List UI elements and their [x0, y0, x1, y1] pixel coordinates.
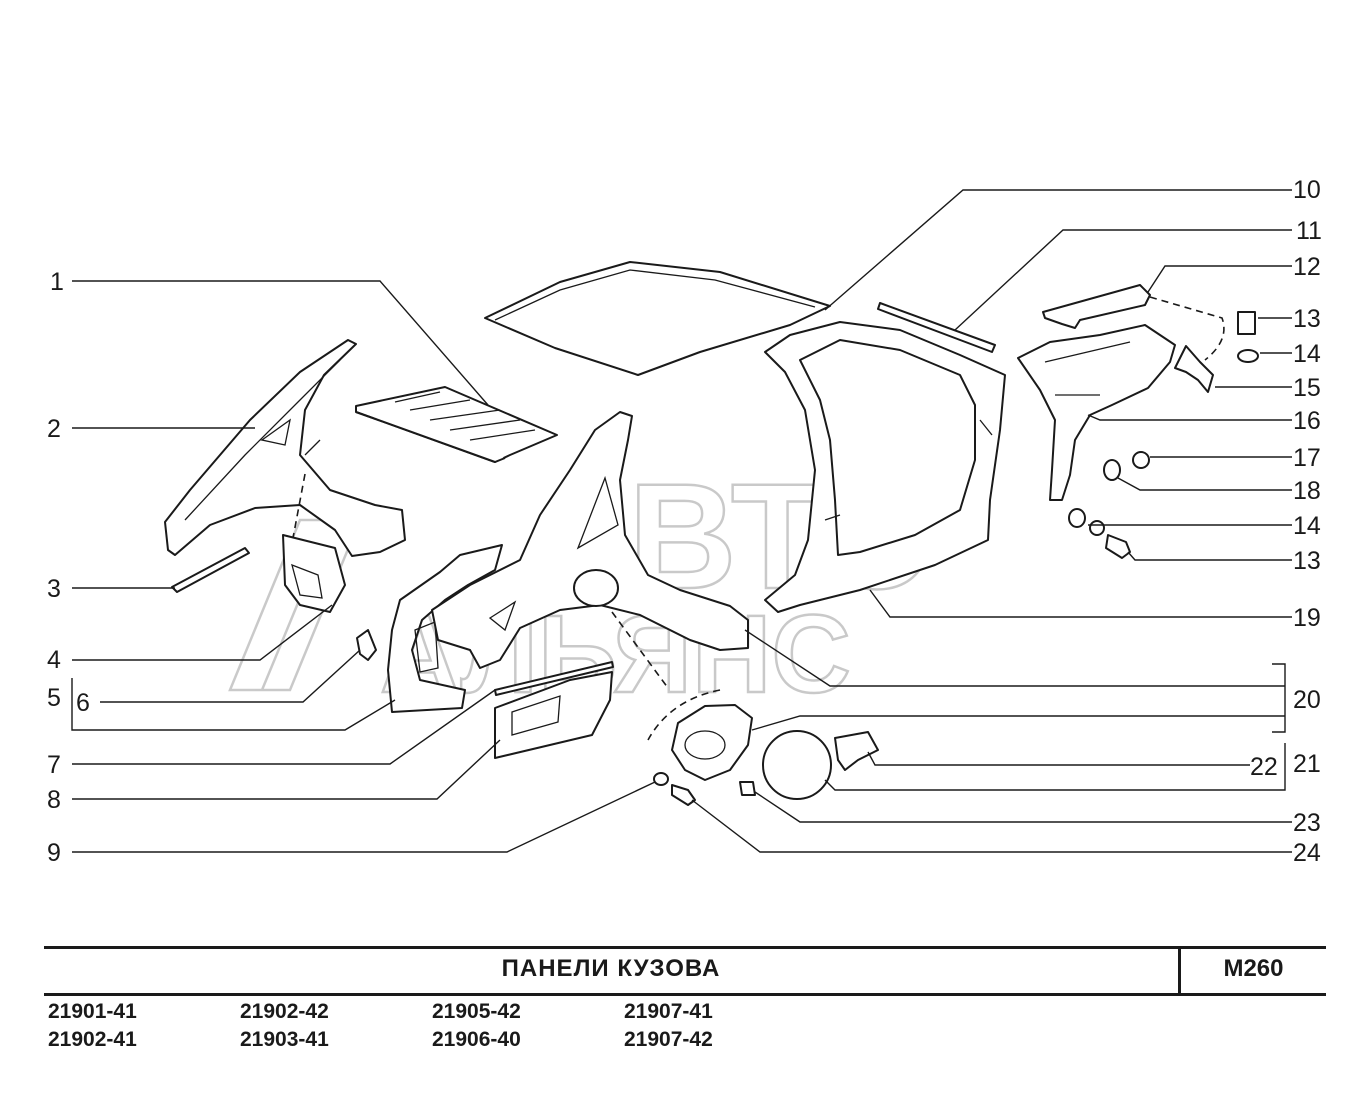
callout-7: 7: [47, 751, 61, 779]
callout-21: 21: [1293, 750, 1321, 778]
arrow-part-20: [611, 611, 669, 689]
part-sill-strip: [171, 547, 250, 593]
arrow-part-4: [292, 473, 306, 539]
part-nut-upper: [1237, 349, 1259, 363]
leader-12: [1147, 265, 1292, 293]
model-code: 21902-42: [240, 1000, 329, 1023]
part-bolt-13b: [1105, 534, 1131, 559]
bracket-20: [1272, 663, 1286, 733]
part-fender-bracket-upper: [1042, 284, 1151, 329]
part-clip-9: [653, 772, 669, 786]
callout-12: 12: [1293, 253, 1321, 281]
model-code: 21905-42: [432, 1000, 521, 1023]
callout-22: 22: [1250, 753, 1278, 781]
leader-23: [754, 791, 1292, 823]
part-rear-sill-strip: [494, 661, 614, 696]
part-screw-24: [671, 784, 696, 806]
callout-15: 15: [1293, 374, 1321, 402]
part-rear-inner-panel: [387, 544, 503, 713]
part-rear-shelf: [355, 386, 558, 463]
leader-20a: [744, 629, 1285, 687]
part-wheel-housing-panel: [494, 671, 613, 759]
callout-11: 11: [1296, 217, 1322, 245]
callout-6: 6: [76, 689, 90, 717]
leader-24: [691, 799, 1292, 853]
part-rear-side-panel: [164, 339, 406, 557]
diagram-code: M260: [1223, 955, 1284, 982]
model-list: 21901-41 21902-41 21902-42 21903-41 2190…: [48, 1000, 808, 1070]
leader-8: [72, 739, 501, 800]
callout-16: 16: [1293, 407, 1321, 435]
part-buffer: [739, 781, 756, 796]
callout-9: 9: [47, 839, 61, 867]
model-code: 21901-41: [48, 1000, 137, 1023]
callout-18: 18: [1293, 477, 1321, 505]
model-code: 21903-41: [240, 1028, 329, 1051]
callout-3: 3: [47, 575, 61, 603]
bracket-5: [71, 678, 396, 731]
part-front-fender: [1017, 324, 1176, 501]
callout-5: 5: [47, 684, 61, 712]
callout-17: 17: [1293, 444, 1321, 472]
part-clip-17: [1132, 451, 1150, 469]
leader-6: [100, 649, 361, 703]
part-fuel-filler-housing: [671, 704, 753, 781]
callout-24: 24: [1293, 839, 1321, 867]
part-washer-18: [1103, 459, 1121, 481]
model-code: 21907-42: [624, 1028, 713, 1051]
part-washer-14: [1068, 508, 1086, 528]
model-code: 21906-40: [432, 1028, 521, 1051]
model-code: 21907-41: [624, 1000, 713, 1023]
leader-1: [72, 280, 489, 406]
leader-7: [72, 689, 496, 765]
part-fuel-door: [762, 730, 832, 800]
leader-13b: [1127, 551, 1292, 561]
parts-diagram: АВТО АЛЬЯНС: [47, 176, 1322, 867]
callout-19: 19: [1293, 604, 1321, 632]
part-roof-rail-strip: [877, 302, 996, 353]
callout-14b: 14: [1293, 512, 1321, 540]
part-wheel-arch-insert: [282, 534, 346, 613]
leader-10: [824, 189, 1292, 311]
diagram-title: ПАНЕЛИ КУЗОВА: [501, 955, 721, 982]
callout-1: 1: [50, 268, 64, 296]
callout-10: 10: [1293, 176, 1321, 204]
model-code: 21902-41: [48, 1028, 137, 1051]
part-small-bracket: [356, 629, 377, 661]
part-roof-panel: [484, 261, 831, 376]
leader-18: [1117, 477, 1292, 491]
callout-2: 2: [47, 415, 61, 443]
part-rear-quarter-panel: [431, 411, 749, 669]
part-bolt-upper: [1237, 311, 1256, 335]
leader-22: [867, 751, 1250, 766]
leader-19: [869, 589, 1292, 618]
part-fuel-door-hinge: [834, 731, 879, 771]
leader-11: [954, 229, 1292, 331]
bracket-21: [824, 743, 1286, 791]
part-nut-14b: [1089, 520, 1105, 536]
leader-16: [1087, 414, 1292, 421]
callout-13b: 13: [1293, 547, 1321, 575]
arrow-part-12: [1149, 296, 1225, 361]
title-divider: [1178, 949, 1181, 993]
leader-9: [72, 781, 656, 853]
callout-23: 23: [1293, 809, 1321, 837]
part-fender-bracket: [1174, 345, 1214, 393]
callout-14a: 14: [1293, 340, 1321, 368]
title-block: ПАНЕЛИ КУЗОВА M260: [44, 946, 1326, 996]
callout-4: 4: [47, 646, 61, 674]
part-body-side-frame: [764, 321, 1006, 613]
leader-20b: [751, 715, 1285, 731]
leader-4: [72, 604, 333, 661]
callout-8: 8: [47, 786, 61, 814]
callout-13a: 13: [1293, 305, 1321, 333]
callout-20: 20: [1293, 686, 1321, 714]
